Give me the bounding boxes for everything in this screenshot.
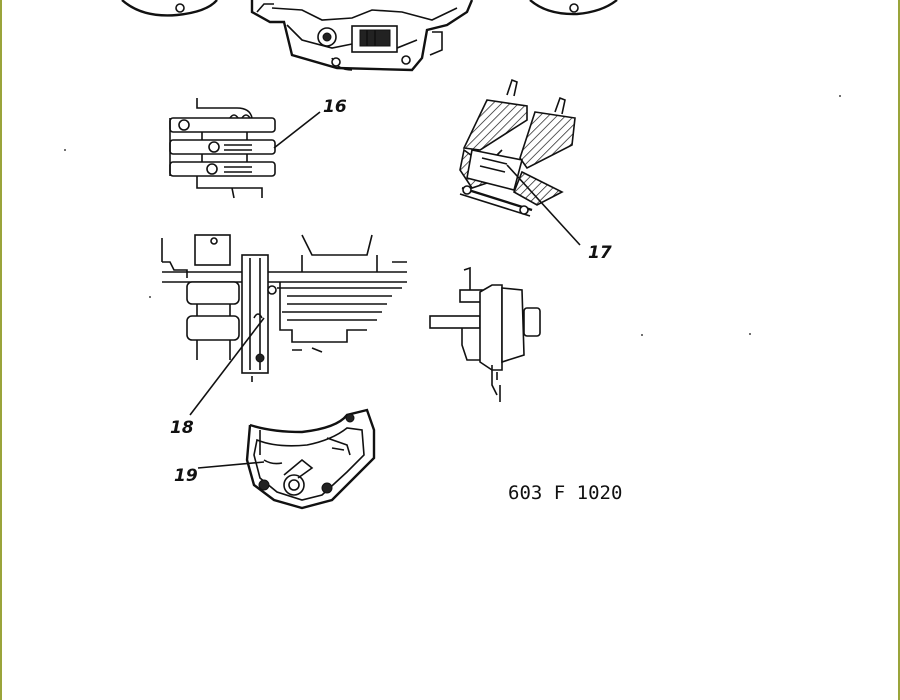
part-18-drawing xyxy=(161,234,407,382)
side-shaft-drawing xyxy=(429,266,541,402)
callout-19: 19 xyxy=(174,466,198,486)
part-19-drawing xyxy=(245,408,376,510)
part-17-drawing xyxy=(459,78,576,217)
top-assembly-drawing xyxy=(121,0,618,72)
callout-16: 16 xyxy=(323,97,347,117)
leader-lines xyxy=(189,111,581,469)
figure-code: 603 F 1020 xyxy=(508,482,622,504)
callout-18: 18 xyxy=(170,418,194,438)
callout-17: 17 xyxy=(588,243,612,263)
part-16-drawing xyxy=(169,98,276,199)
